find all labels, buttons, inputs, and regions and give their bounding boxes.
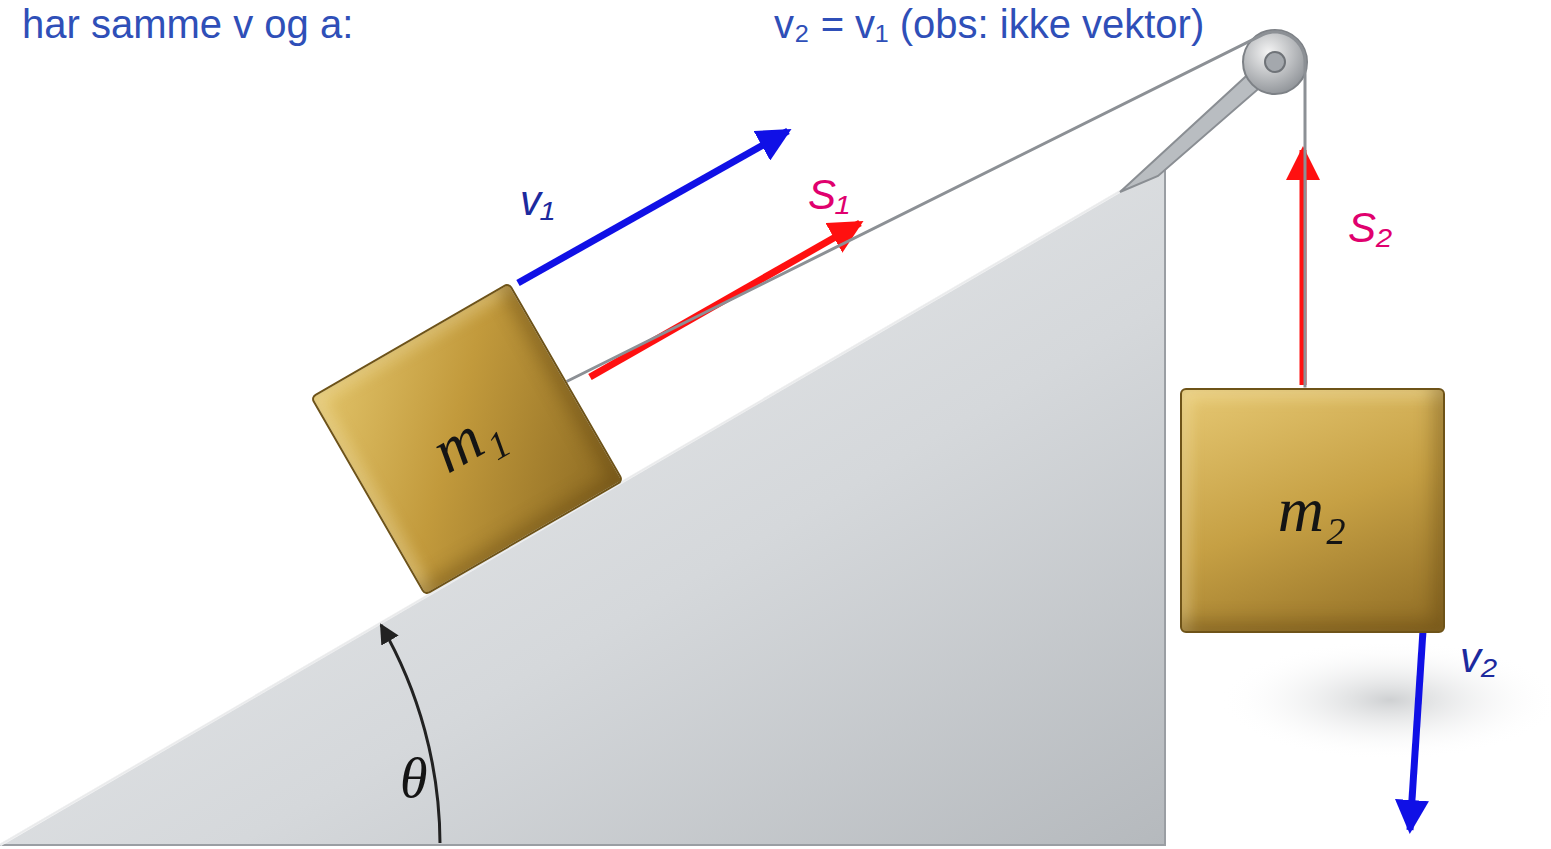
ground-shadow	[1220, 640, 1551, 760]
vector-label: S₂	[1348, 205, 1392, 251]
incline-edge	[0, 165, 1165, 845]
heading-text: v₂ = v₁ (obs: ikke vektor)	[770, 2, 1208, 46]
mass-label: m₂	[1278, 473, 1346, 547]
angle-arc	[381, 625, 440, 843]
mass-block: m₂	[1180, 388, 1445, 633]
rope-connector	[567, 32, 1305, 388]
angle-label: θ	[400, 748, 428, 810]
incline-wedge	[0, 165, 1165, 845]
pulley-hub	[1265, 52, 1285, 72]
tension-vector	[590, 223, 860, 377]
vector-label: S₁	[808, 172, 849, 218]
mass-label: m₁	[419, 390, 515, 488]
vector-label: v₂	[1460, 635, 1497, 681]
heading-text: har samme v og a:	[18, 2, 357, 46]
velocity-vector	[1410, 600, 1425, 830]
vector-label: v₁	[520, 178, 554, 224]
velocity-vector	[518, 131, 788, 283]
